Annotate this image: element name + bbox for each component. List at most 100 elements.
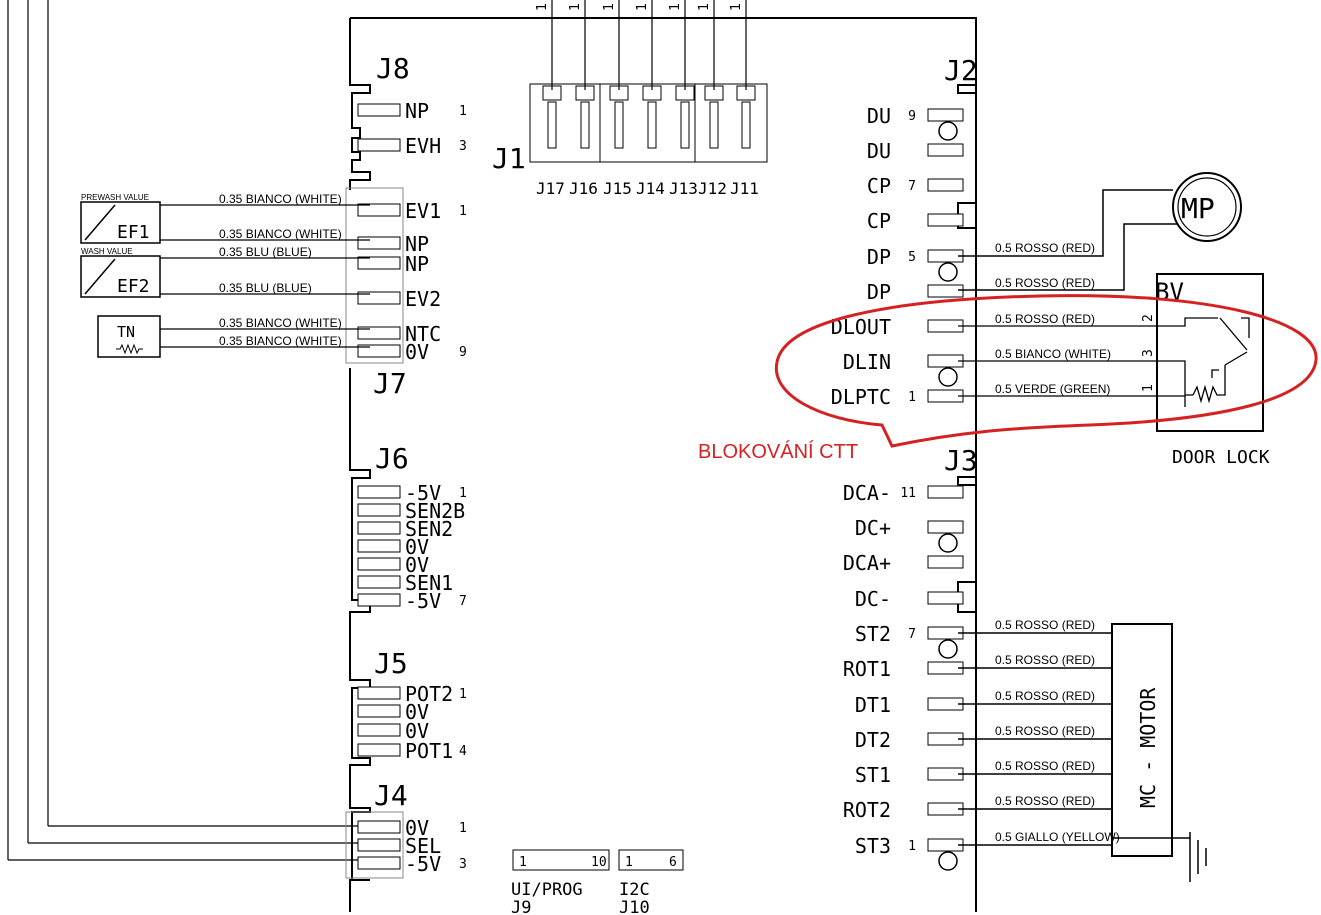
right-pin-label: DT1: [855, 693, 891, 717]
right-pin-slot: [927, 249, 964, 263]
j9-name: J9: [511, 898, 531, 915]
j2-wire-label: 0.5 ROSSO (RED): [995, 312, 1095, 326]
right-pin-slot: [927, 555, 964, 569]
left-pin-label: -5V: [405, 589, 441, 613]
door-lock-pins: 231: [1141, 314, 1156, 392]
j1-pin-cap: [575, 85, 595, 101]
j9-label: UI/PROG: [511, 880, 583, 900]
door-lock-pin-num: 2: [1141, 314, 1156, 322]
left-pin-label: 0V: [405, 816, 429, 840]
left-pin-label: 0V: [405, 535, 429, 559]
right-pin-label: DC+: [855, 516, 891, 540]
j10-end: 6: [669, 855, 677, 870]
j3-wire-label: 0.5 ROSSO (RED): [995, 689, 1095, 703]
right-pin-slot: [927, 143, 964, 157]
j3-wire-label: 0.5 GIALLO (YELLOW): [995, 830, 1120, 844]
right-pin-hole: [938, 262, 958, 282]
right-pin-slot: [927, 802, 964, 816]
j5-header: J5: [374, 647, 408, 680]
right-pin-label: DP: [867, 245, 891, 269]
left-pin-num: 9: [459, 345, 467, 360]
tn-sensor: [97, 315, 161, 358]
left-pin-num: 1: [459, 821, 467, 836]
left-pin-slot: [357, 723, 401, 737]
j3-wire-label: 0.5 ROSSO (RED): [995, 653, 1095, 667]
left-wire-label: 0.35 BLU (BLUE): [219, 281, 312, 295]
left-pin-num: 1: [459, 486, 467, 501]
right-pin-num: 7: [908, 627, 916, 642]
left-wire-label: 0.35 BIANCO (WHITE): [219, 334, 342, 348]
j2-wire-label: 0.5 ROSSO (RED): [995, 241, 1095, 255]
left-wire-label: 0.35 BIANCO (WHITE): [219, 192, 342, 206]
j1-pin-cap: [704, 85, 724, 101]
left-pin-slot: [357, 704, 401, 718]
left-pin-slot: [357, 575, 401, 589]
left-pin-label: 0V: [405, 700, 429, 724]
motor-box: [1111, 623, 1173, 857]
j1-pin-slot: [614, 101, 624, 149]
j1-pin-cap: [609, 85, 629, 101]
j1-pin-slot: [547, 101, 557, 149]
right-pin-label: DT2: [855, 728, 891, 752]
right-pin-hole: [938, 367, 958, 387]
right-pin-label: CP: [867, 174, 891, 198]
j3-header: J3: [944, 444, 978, 477]
left-pin-label: EV2: [405, 287, 441, 311]
j1-top-num: 1: [602, 3, 617, 11]
left-pin-num: 4: [459, 744, 467, 759]
outer-wires: [7, 0, 370, 861]
j3-wire-label: 0.5 ROSSO (RED): [995, 759, 1095, 773]
left-pin-slot: [357, 236, 401, 250]
left-pin-label: SEN1: [405, 571, 453, 595]
j4-header: J4: [374, 779, 408, 812]
j1-pin-label: J12: [698, 179, 727, 198]
right-pin-label: DP: [867, 280, 891, 304]
right-pin-num: 5: [908, 250, 916, 265]
j1-pin-label: J11: [730, 179, 759, 198]
right-pin-num: 1: [908, 839, 916, 854]
right-pin-num: 1: [908, 390, 916, 405]
j7-header: J7: [373, 367, 407, 400]
j1-pin-slot: [709, 101, 719, 149]
left-wire-label: 0.35 BLU (BLUE): [219, 245, 312, 259]
right-pin-slot: [927, 838, 964, 852]
ground-symbol: [1112, 832, 1207, 882]
left-pin-slot: [357, 686, 401, 700]
left-pin-slot: [357, 838, 401, 852]
left-pin-label: EV1: [405, 199, 441, 223]
left-pin-slot: [357, 820, 401, 834]
ef1-valve: [80, 201, 161, 244]
j10-name: J10: [619, 898, 650, 915]
left-pin-label: POT2: [405, 682, 453, 706]
j8-header: J8: [376, 52, 410, 85]
right-pin-label: DC-: [855, 587, 891, 611]
right-pin-slot: [927, 319, 964, 333]
j1-pin-slot: [741, 101, 751, 149]
left-pin-label: POT1: [405, 739, 453, 763]
right-pin-slot: [927, 767, 964, 781]
right-pin-slot: [927, 284, 964, 298]
j9-start: 1: [519, 855, 527, 870]
left-pin-label: NP: [405, 252, 429, 276]
left-pin-label: SEN2B: [405, 499, 465, 523]
annotation-ellipse: [774, 294, 1318, 448]
ef2-caption: WASH VALUE: [81, 247, 133, 256]
j9-end: 10: [591, 855, 607, 870]
left-pin-label: -5V: [405, 481, 441, 505]
left-pin-slot: [357, 138, 401, 152]
right-pin-label: DCA+: [843, 551, 891, 575]
left-pin-slot: [357, 256, 401, 270]
left-pin-num: 7: [459, 594, 467, 609]
j3-wire-group: 0.5 ROSSO (RED) 0.5 ROSSO (RED) 0.5 ROSSO …: [958, 618, 1120, 846]
mp-wires: [958, 189, 1178, 291]
tn-name: TN: [117, 323, 135, 341]
j1-top-num: 1: [635, 3, 650, 11]
j2-wire-label: 0.5 BIANCO (WHITE): [995, 347, 1111, 361]
left-pin-slot: [357, 743, 401, 757]
right-pin-label: ST1: [855, 763, 891, 787]
right-pin-slot: [927, 626, 964, 640]
door-lock-internals: [958, 317, 1250, 407]
left-pin-num: 1: [459, 204, 467, 219]
left-pin-label: SEN2: [405, 517, 453, 541]
